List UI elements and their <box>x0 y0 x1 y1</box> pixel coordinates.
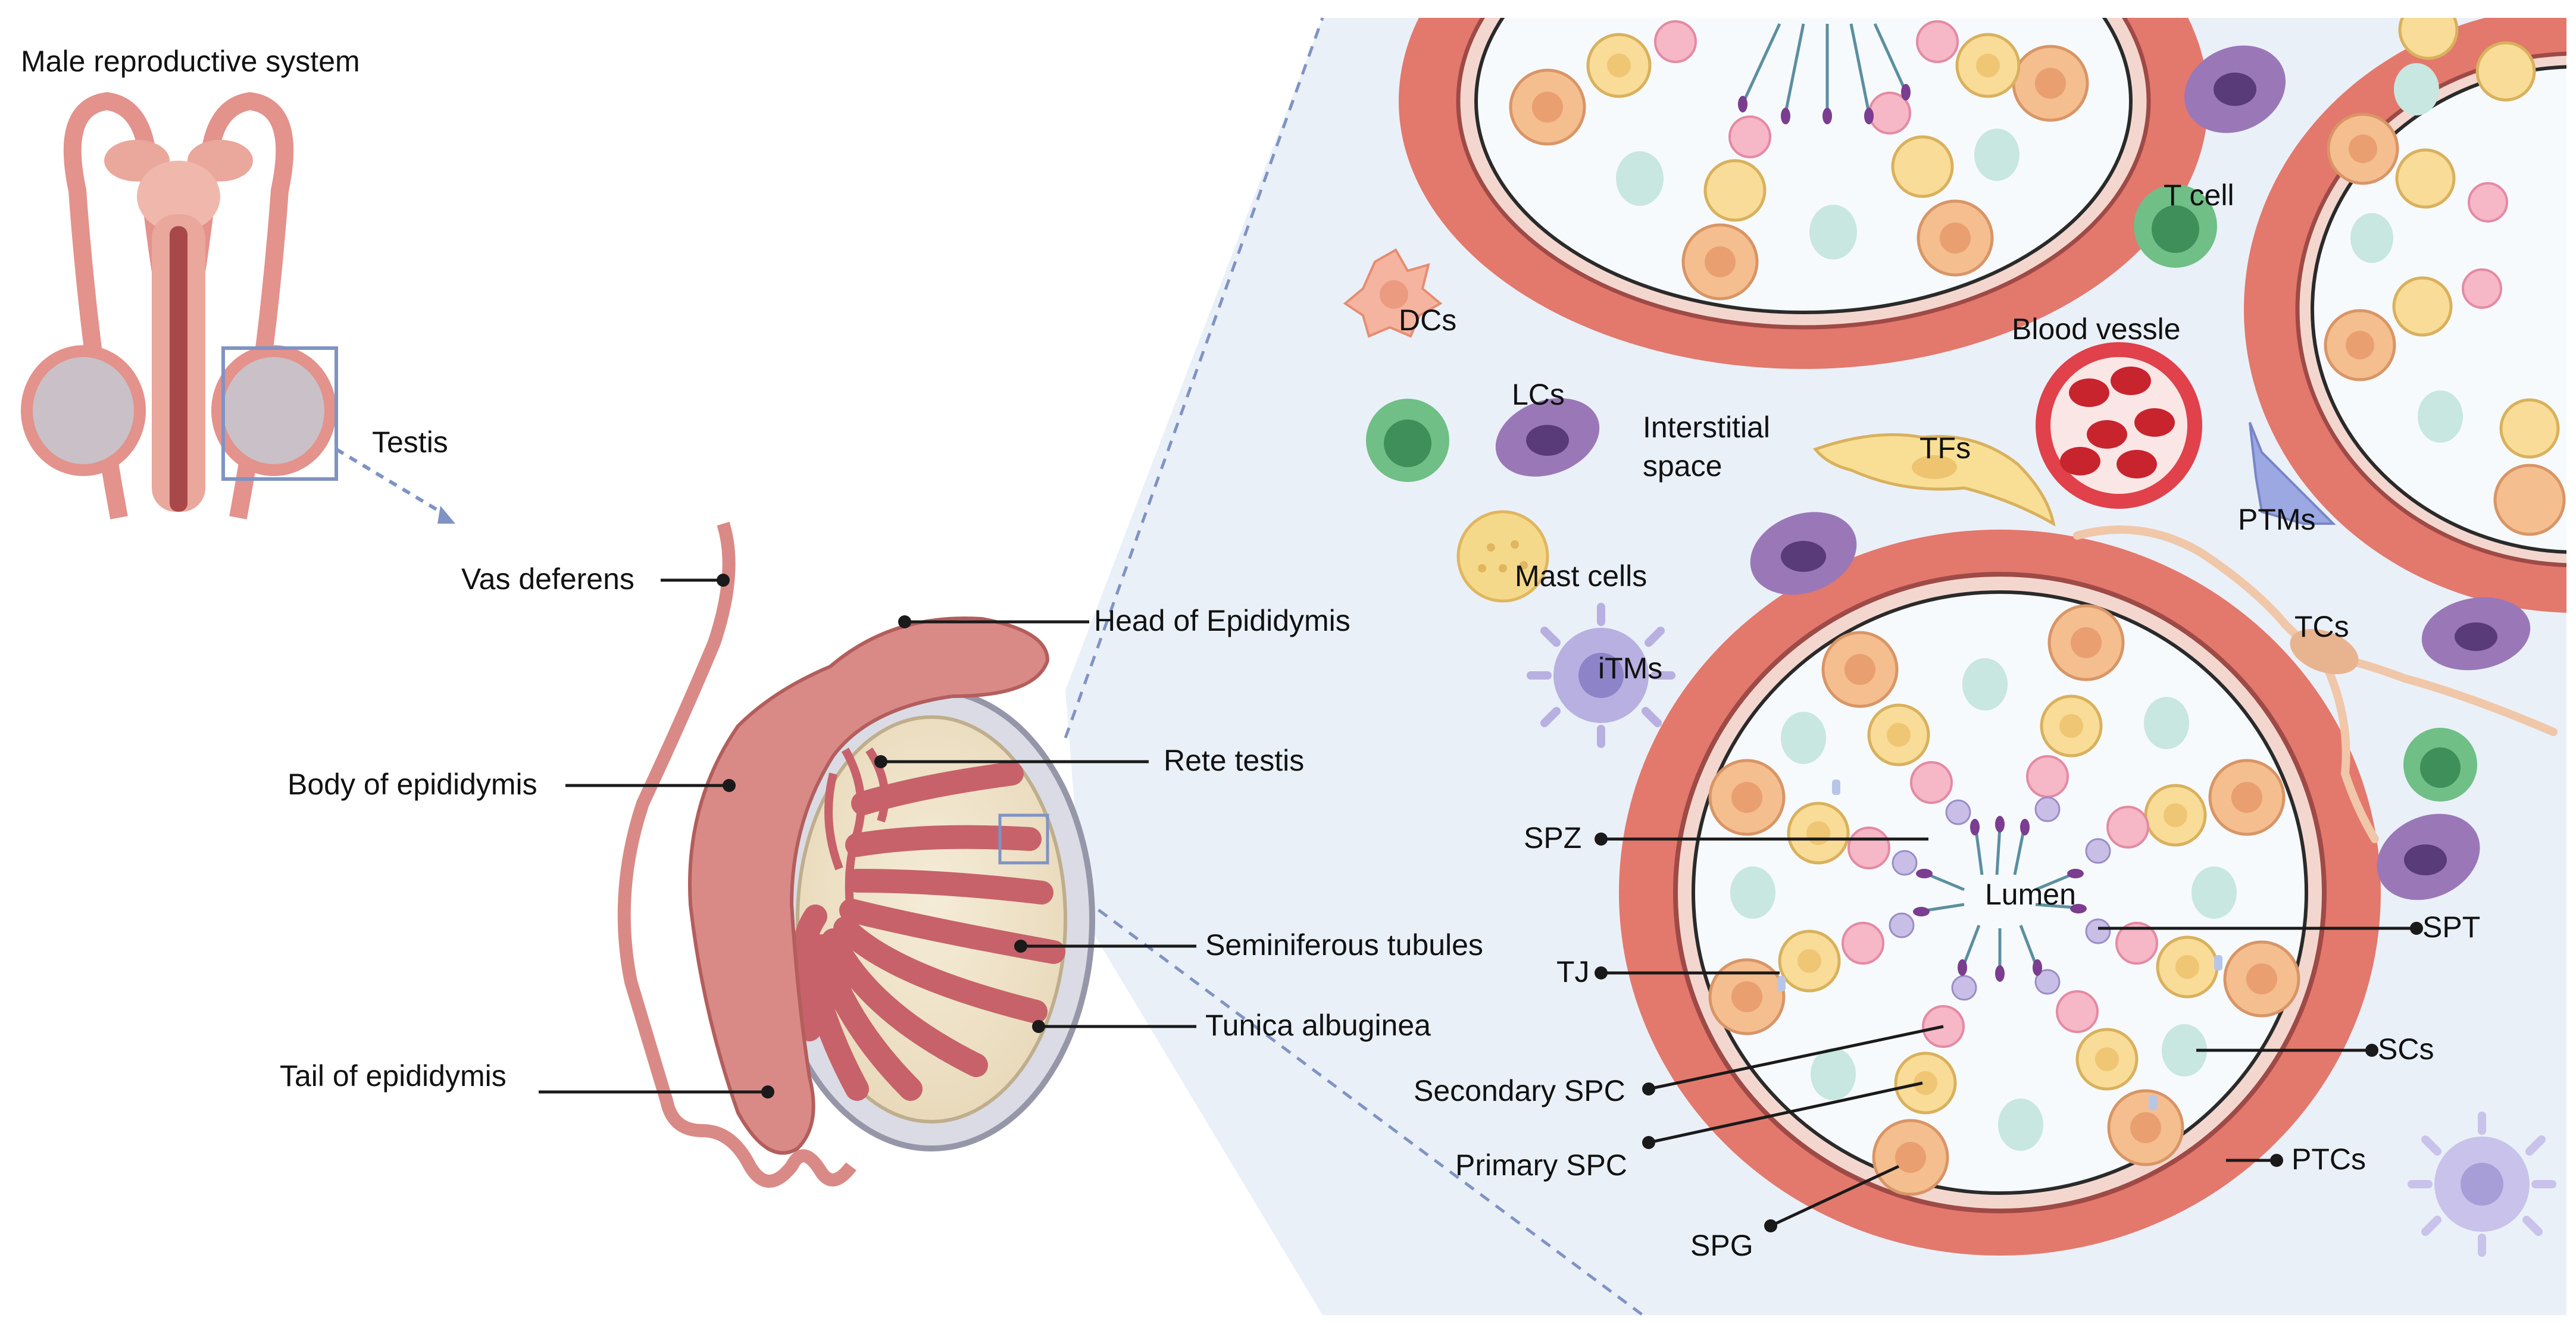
vas-deferens-label: Vas deferens <box>461 562 634 596</box>
spermatozoa <box>1925 827 2075 970</box>
peritubular-myoid-cell <box>2249 422 2336 525</box>
tail-of-epididymis-label: Tail of epididymis <box>280 1059 507 1093</box>
rete-testis-label: Rete testis <box>1164 744 1304 777</box>
fibroblast <box>1812 433 2056 527</box>
zoom-box <box>998 813 1049 865</box>
testis-pointer-line <box>335 447 442 514</box>
space-label: space <box>1643 449 1722 483</box>
t-cell-label: T cell <box>2164 179 2234 212</box>
mast-cells-label: Mast cells <box>1515 559 1647 593</box>
tunica-albuginea-label: Tunica albuginea <box>1205 1009 1431 1042</box>
primary-spc-label: Primary SPC <box>1455 1148 1627 1182</box>
dcs-label: DCs <box>1399 303 1456 337</box>
overview-title: Male reproductive system <box>21 45 360 78</box>
right-seminiferous-tubule <box>2244 18 2566 613</box>
spt-label: SPT <box>2422 910 2480 944</box>
upper-seminiferous-tubule <box>1399 18 2208 369</box>
rete-testis-network <box>824 747 889 917</box>
secondary-spc-label: Secondary SPC <box>1414 1074 1625 1107</box>
interstitial-label: Interstitial <box>1643 411 1770 444</box>
epididymis <box>688 616 1050 1155</box>
zoom-guide-lower <box>1082 897 1644 1317</box>
blood-vessle-label: Blood vessle <box>2012 312 2181 346</box>
macrophage-corner <box>2408 1112 2556 1257</box>
sperm-heads <box>1913 816 2087 982</box>
tfs-label: TFs <box>1920 431 1971 465</box>
body-of-epididymis-label: Body of epididymis <box>287 768 537 801</box>
itms-label: iTMs <box>1598 652 1662 685</box>
spermatids <box>1889 796 2111 1001</box>
seminiferous-tubules-label: Seminiferous tubules <box>1205 928 1483 962</box>
secondary-spermatocytes <box>1842 755 2158 1048</box>
testis-highlight-box <box>221 346 338 481</box>
male-reproductive-overview: Male reproductive system Testis <box>21 45 455 524</box>
testis-pointer-arrowhead <box>437 506 455 524</box>
main-seminiferous-tubule <box>1619 530 2381 1256</box>
zoom-wedge <box>1065 18 1323 1315</box>
testis-section: Vas deferens Head of Epididymis Body of … <box>280 521 1483 1188</box>
spz-label: SPZ <box>1524 821 1581 855</box>
zoom-guide-upper <box>1064 17 1324 738</box>
tj-label: TJ <box>1556 955 1590 988</box>
tcs-label: TCs <box>2294 610 2349 643</box>
panel-labels: T cell DCs Blood vessle LCs Interstitial… <box>1399 179 2480 1262</box>
tight-junctions <box>1777 780 2222 1110</box>
magnified-panel <box>1064 17 2566 1317</box>
head-of-epididymis-label: Head of Epididymis <box>1094 604 1350 637</box>
testis-label: Testis <box>372 425 448 459</box>
ptms-label: PTMs <box>2238 503 2316 536</box>
lcs-label: LCs <box>1512 378 1565 411</box>
spg-label: SPG <box>1690 1229 1753 1262</box>
testicular-macrophage <box>1527 603 1675 748</box>
spermatogonia <box>1708 604 2300 1196</box>
vas-deferens <box>617 521 856 1188</box>
sertoli-cells <box>1730 658 2237 1151</box>
scs-label: SCs <box>2378 1032 2434 1066</box>
ptcs-label: PTCs <box>2291 1143 2366 1176</box>
blood-vessel <box>2036 342 2202 509</box>
primary-spermatocytes <box>1778 694 2219 1115</box>
mast-cell <box>1456 510 1549 603</box>
interstitial-cells <box>1343 45 2558 1257</box>
lumen-label: Lumen <box>1985 878 2076 911</box>
